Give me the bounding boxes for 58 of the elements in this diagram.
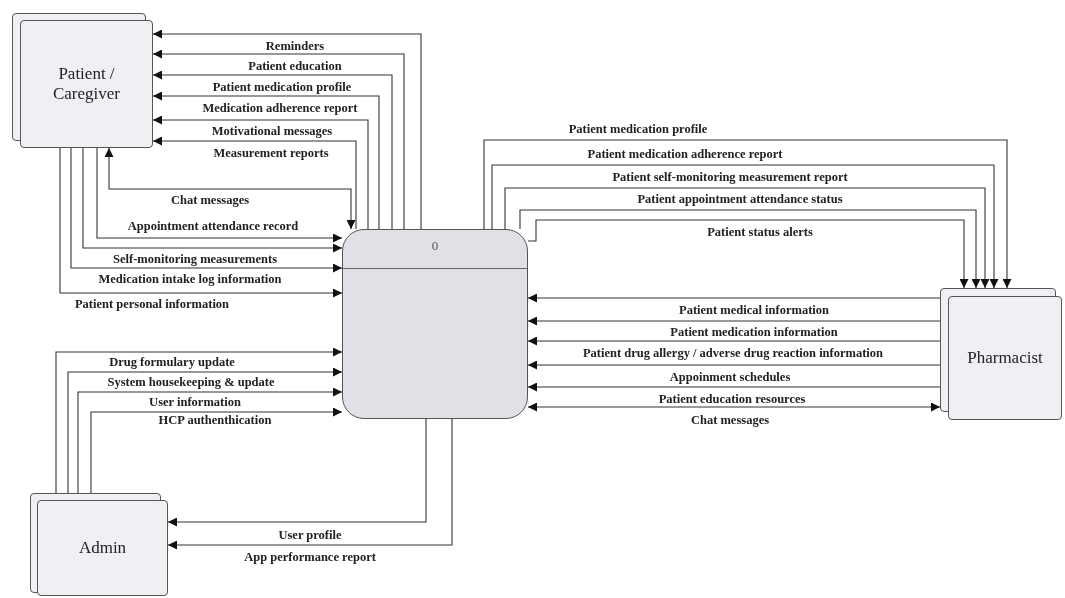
arrow [527,360,941,370]
arrow [70,147,343,273]
arrow [527,336,941,346]
edge-label: Patient status alerts [707,225,813,239]
arrow [527,316,941,326]
arrow [77,387,343,494]
arrow [152,49,405,230]
edge-label: Patient education [248,59,342,73]
edge-label: Patient medical information [679,303,829,317]
edge-label: Chat messages [170,193,250,207]
arrow [152,91,380,230]
edge-label: Motivational messages [211,124,333,138]
edge-label: App performance report [244,550,376,564]
edge-label: Self-monitoring measurements [113,252,277,266]
arrow [67,367,343,494]
arrow [491,164,999,289]
arrow [152,70,393,230]
edge-label: Appoinment schedules [669,370,791,384]
arrow [104,147,356,230]
edge-label: Patient medication profile [212,80,352,94]
arrow [527,293,941,303]
edge-label: Patient self-monitoring measurement report [612,170,848,184]
edge-label: Reminders [265,39,325,53]
edge-label: Appointment attendance record [127,219,299,233]
edge-label: Patient personal information [74,297,230,311]
arrow [527,402,941,412]
arrow [504,187,990,289]
edge-label: Patient medication information [670,325,838,339]
edge-label: Chat messages [690,413,770,427]
edge-label: Patient medication profile [568,122,708,136]
process-box: 0 [342,229,528,419]
arrow [483,139,1012,289]
edge-label: User information [149,395,241,409]
edge-label: Patient education resources [658,392,806,406]
edge-label: Patient medication adherence report [587,147,783,161]
entity-box: Patient / Caregiver [20,20,153,148]
arrow [59,147,343,298]
arrow [152,29,422,230]
entity-box: Admin [37,500,168,596]
edge-label: Measurement reports [213,146,329,160]
edge-label: Medication adherence report [202,101,358,115]
arrow [55,347,343,494]
edge-label: Patient appointment attendance status [637,192,843,206]
edge-label: User profile [278,528,342,542]
arrow [527,382,941,392]
edge-label: HCP authenthication [158,413,272,427]
arrow [152,136,357,230]
arrow [167,418,427,527]
arrow [519,209,981,289]
arrow [152,115,369,230]
entity-box: Pharmacist [948,296,1062,420]
edge-label: Medication intake log information [98,272,282,286]
arrow [90,407,343,494]
arrow [167,418,453,550]
arrow [527,219,969,289]
edge-label: Drug formulary update [109,355,235,369]
edge-label: Patient drug allergy / adverse drug reaction information [582,346,884,360]
edge-label: System housekeeping & update [107,375,275,389]
